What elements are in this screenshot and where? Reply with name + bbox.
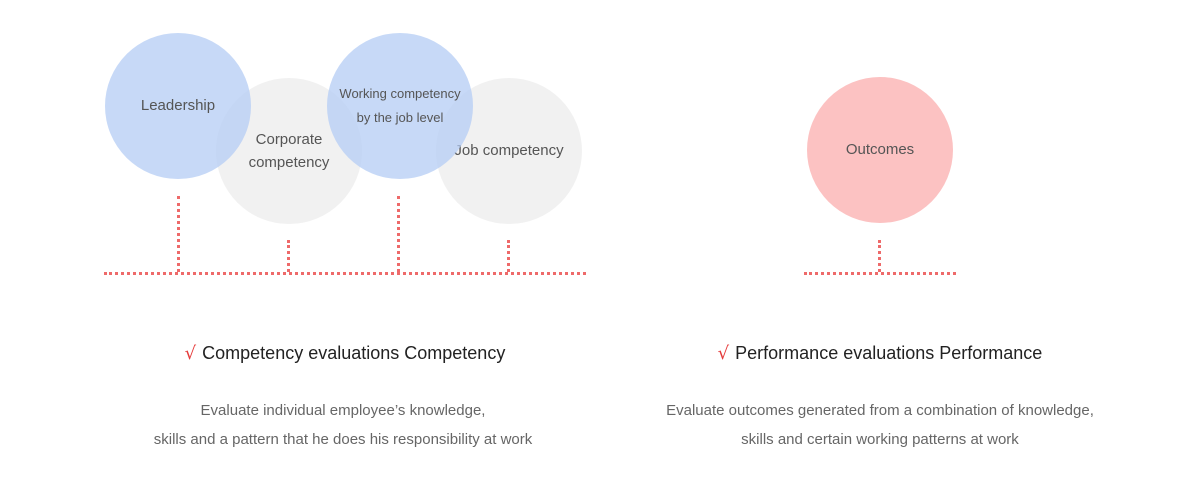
working-competency-circle: Working competency by the job level xyxy=(327,33,473,179)
leadership-connector xyxy=(177,196,180,272)
check-mark-icon: √ xyxy=(184,343,197,364)
leadership-circle: Leadership xyxy=(105,33,251,179)
check-mark-icon: √ xyxy=(717,343,730,364)
performance-description: Evaluate outcomes generated from a combi… xyxy=(666,402,1094,448)
job-competency-label: Job competency xyxy=(454,142,564,160)
performance-heading-text: Performance evaluations Performance xyxy=(735,343,1043,363)
competency-description: Evaluate individual employee’s knowledge… xyxy=(153,402,533,448)
competency-baseline xyxy=(104,272,586,275)
outcomes-circle: Outcomes xyxy=(807,77,953,223)
competency-heading: √ Competency evaluations Competency xyxy=(185,343,506,364)
outcomes-label: Outcomes xyxy=(845,141,915,159)
outcomes-connector xyxy=(878,240,881,272)
performance-heading: √ Performance evaluations Performance xyxy=(718,343,1043,364)
leadership-label: Leadership xyxy=(140,97,216,115)
corporate-connector xyxy=(287,240,290,272)
job-connector xyxy=(507,240,510,272)
corporate-competency-label: Corporate competency xyxy=(248,130,330,171)
performance-baseline xyxy=(804,272,956,275)
competency-heading-text: Competency evaluations Competency xyxy=(202,343,506,363)
working-connector xyxy=(397,196,400,272)
working-competency-label: Working competency by the job level xyxy=(339,85,461,125)
